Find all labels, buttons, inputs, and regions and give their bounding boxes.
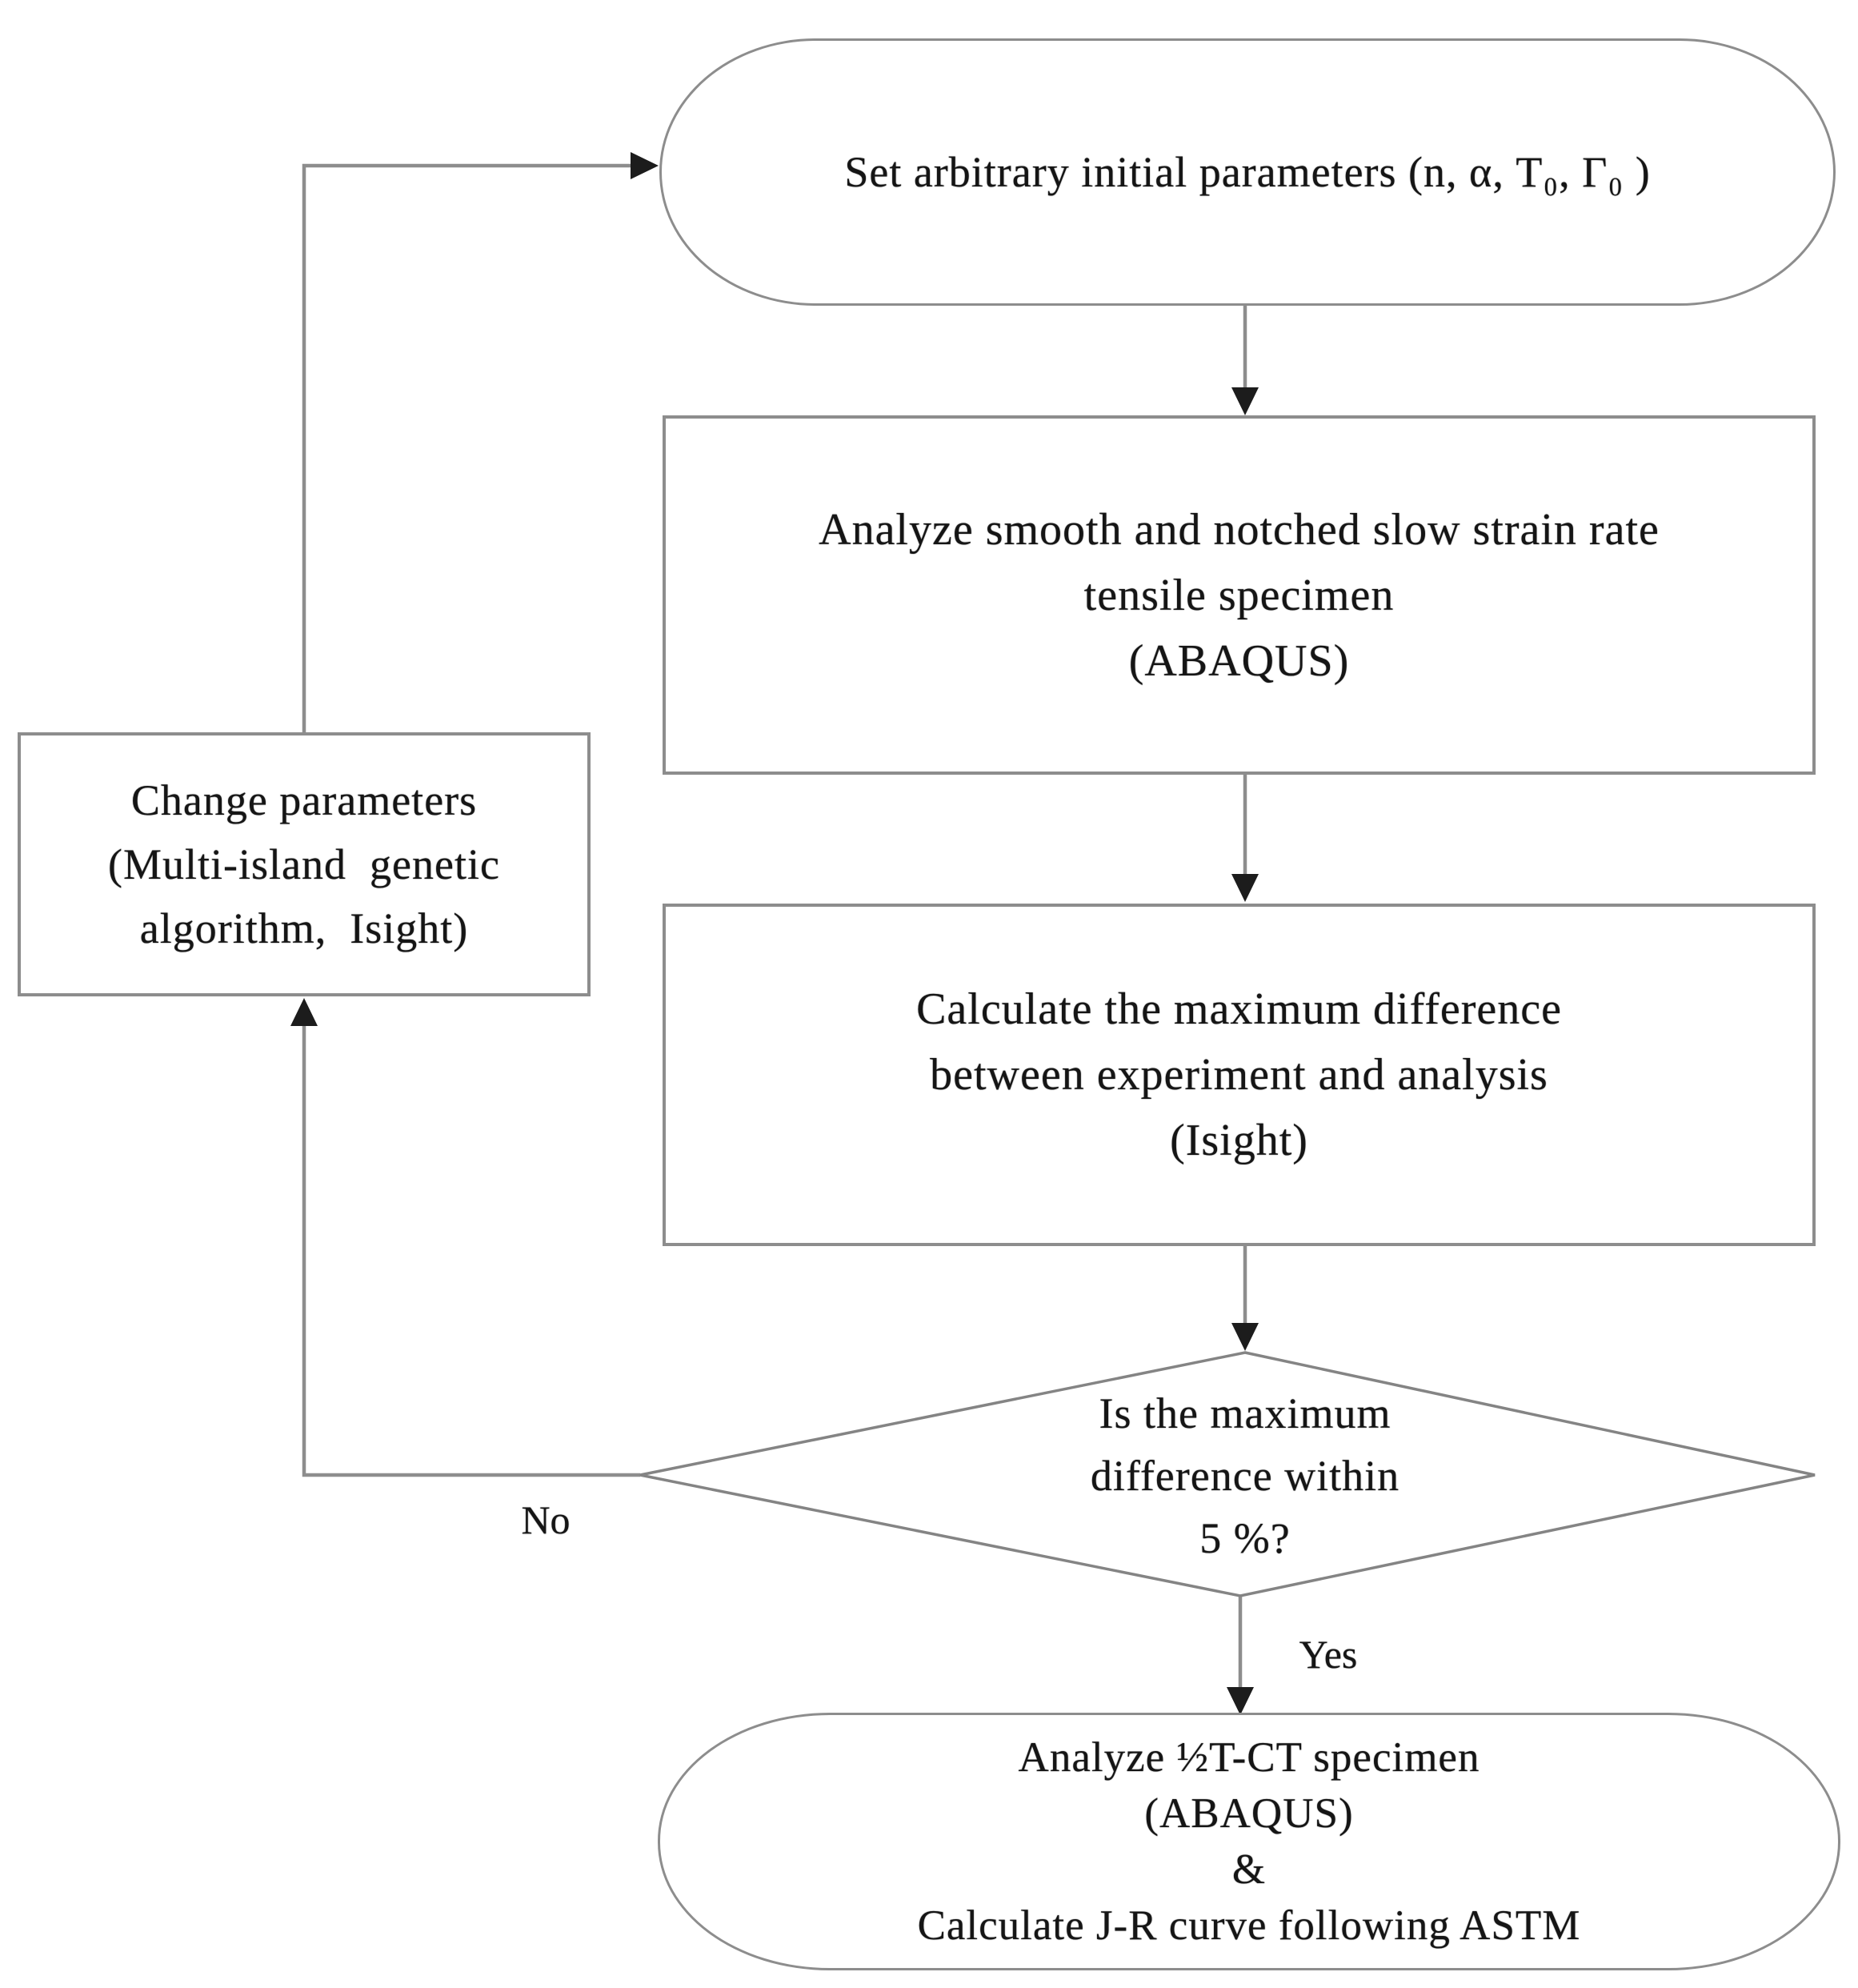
node-text-line: difference within [1090,1452,1400,1500]
arrowhead-down-analyze [1231,387,1259,415]
node-text-line: (ABAQUS) [1128,635,1350,686]
arrowhead-down-final [1227,1687,1254,1715]
node-text-line: (ABAQUS) [1144,1790,1354,1837]
node-text-line: algorithm, Isight) [139,904,469,952]
edge-change-to-start [302,163,632,732]
node-text-line: 5 %? [1199,1514,1291,1562]
node-decision-diamond: Is the maximum difference within 5 %? [885,1373,1605,1578]
arrowhead-up-change [290,998,318,1026]
edge-label-no: No [521,1497,571,1542]
node-text-line: between experiment and analysis [930,1050,1548,1100]
node-text-line: Calculate the maximum difference [916,984,1562,1034]
edge-decision-no [302,1024,640,1477]
node-text-line: Calculate J-R curve following ASTM [917,1902,1581,1949]
node-decision-shape [639,1351,1816,1597]
node-text-line: Is the maximum [1099,1389,1391,1437]
arrowhead-down-decision [1231,1323,1259,1351]
node-text-line: Analyze ½T-CT specimen [1018,1734,1480,1781]
node-text-line: Analyze smooth and notched slow strain r… [819,504,1660,555]
node-analyze-tensile: Analyze smooth and notched slow strain r… [663,415,1816,775]
node-text-line: tensile specimen [1083,570,1395,620]
node-change-parameters: Change parameters (Multi-island genetic … [18,732,591,996]
arrowhead-right-start [631,152,659,179]
node-calculate-difference: Calculate the maximum difference between… [663,904,1816,1246]
node-text-line: Change parameters [130,776,478,824]
node-text-line: & [1231,1846,1267,1893]
edge-label-yes: Yes [1299,1632,1358,1677]
node-text-line: (Multi-island genetic [108,840,500,888]
arrowhead-down-calculate [1231,874,1259,902]
node-text-line: Set arbitrary initial parameters (n, α, … [844,148,1651,196]
node-text-line: (Isight) [1170,1116,1308,1165]
node-start-terminator: Set arbitrary initial parameters (n, α, … [659,38,1836,306]
node-final-terminator: Analyze ½T-CT specimen (ABAQUS) & Calcul… [658,1713,1840,1970]
